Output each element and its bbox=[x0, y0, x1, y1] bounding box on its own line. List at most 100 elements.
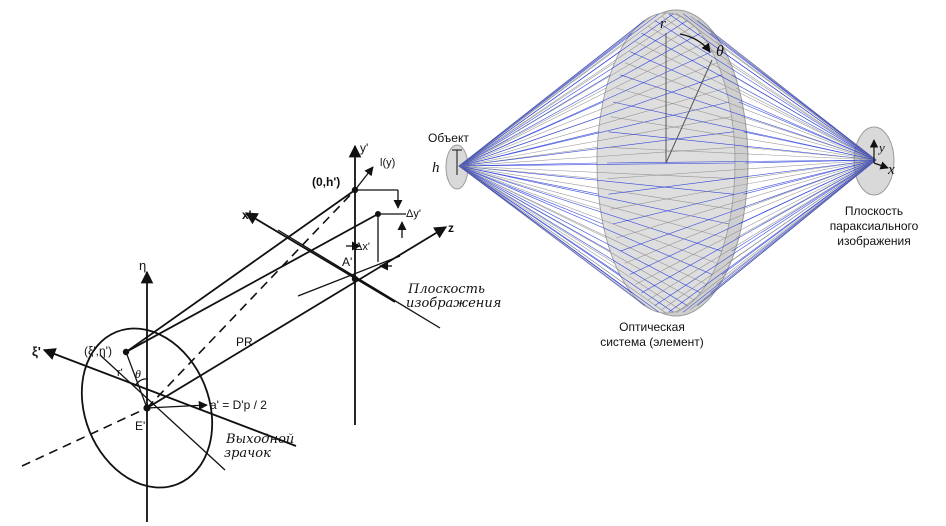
r-radial-line bbox=[665, 59, 713, 164]
paraxial-caption-3: изображения bbox=[837, 234, 911, 248]
ray-object-side bbox=[458, 165, 607, 239]
ray-image-side bbox=[635, 41, 877, 161]
ray-image-side bbox=[654, 20, 877, 161]
ray-image-side bbox=[607, 147, 877, 161]
ray-object-side bbox=[458, 51, 713, 167]
ray-image-side bbox=[641, 159, 877, 294]
ray-pr-dash bbox=[146, 189, 356, 409]
ray-object-side bbox=[458, 41, 707, 167]
aperture-arrow bbox=[146, 400, 208, 410]
ray-image-side bbox=[629, 159, 877, 275]
ray-image-side bbox=[616, 87, 877, 161]
ray-object-side bbox=[458, 162, 736, 167]
ray-image-side bbox=[610, 159, 877, 210]
ray-object-side bbox=[458, 13, 659, 167]
h-label: h bbox=[432, 160, 440, 176]
ray-image-side bbox=[661, 159, 877, 310]
ray-object-side bbox=[458, 165, 615, 264]
ray-image-side bbox=[612, 101, 877, 161]
ray-image-side bbox=[616, 159, 877, 239]
optical-axis bbox=[146, 226, 448, 409]
xi-label: ξ' bbox=[32, 344, 41, 359]
image-plane-x-axis-lower bbox=[277, 229, 441, 329]
ray-object-side bbox=[458, 62, 718, 167]
exit-pupil-caption-1: Выходной bbox=[225, 432, 294, 447]
exit-pupil-ellipse bbox=[80, 327, 214, 489]
point-0h bbox=[351, 186, 359, 194]
ray-object-side bbox=[458, 165, 722, 252]
ray-object-side bbox=[458, 165, 688, 306]
ray-object-side bbox=[458, 165, 626, 285]
ray-image-side bbox=[721, 51, 877, 161]
ray-image-side bbox=[608, 131, 877, 161]
x-label: x bbox=[887, 162, 895, 178]
ray-image-side bbox=[635, 159, 877, 285]
image-x-axis bbox=[873, 161, 889, 170]
a-prime-label: A' bbox=[342, 255, 352, 269]
image-plane-caption-2: изображения bbox=[406, 296, 501, 311]
x-prime-label: x' bbox=[242, 208, 252, 222]
optical-axis-dash bbox=[21, 407, 148, 467]
ray-object-side bbox=[458, 165, 681, 310]
ray-object-side bbox=[458, 20, 688, 167]
x-prime-axis bbox=[244, 212, 396, 303]
ray-object-side bbox=[458, 165, 707, 285]
ray-object-side bbox=[458, 165, 598, 179]
ray-object-side bbox=[458, 13, 674, 167]
ray-image-side bbox=[675, 159, 877, 314]
ray-object-side bbox=[458, 165, 632, 294]
ray-object-side bbox=[458, 165, 713, 275]
ray-object-side bbox=[458, 165, 604, 225]
ray-image-side bbox=[641, 32, 877, 161]
ray-image-side bbox=[654, 159, 877, 306]
xi-axis bbox=[42, 348, 297, 447]
point-0h-label: (0,h') bbox=[312, 175, 340, 189]
image-plane-caption-1: Плоскость bbox=[407, 282, 485, 297]
ray-object-side bbox=[458, 87, 607, 167]
optical-caption-1: Оптическая bbox=[619, 320, 685, 334]
ray-image-side bbox=[743, 159, 877, 195]
right-optics-diagram: Объект h r θ y x Плоскость параксиальног… bbox=[428, 9, 919, 349]
ray-image-side bbox=[727, 62, 877, 161]
ray-image-side bbox=[647, 159, 877, 301]
ray-object-side bbox=[458, 165, 726, 239]
ray-bundle-object-side bbox=[458, 12, 736, 314]
ray-object-side bbox=[458, 74, 722, 167]
theta-arc bbox=[134, 378, 149, 387]
eta-label: η bbox=[139, 258, 146, 273]
ray-object-side bbox=[458, 165, 611, 252]
paraxial-caption-2: параксиального bbox=[830, 219, 919, 233]
xi-eta-label: (ξ',η') bbox=[84, 344, 112, 358]
ray-image-side bbox=[735, 87, 877, 161]
ray-object-side bbox=[458, 12, 667, 167]
ray-object-side bbox=[458, 162, 598, 167]
ray-image-side bbox=[716, 41, 877, 161]
ray-image-side bbox=[606, 159, 877, 164]
ray-object-side bbox=[458, 16, 652, 167]
ray-pr bbox=[125, 189, 356, 353]
ray-image-side bbox=[683, 159, 877, 313]
ray-object-side bbox=[458, 165, 735, 179]
y-label: y bbox=[877, 140, 885, 155]
ray-image-side bbox=[731, 159, 877, 252]
y-prime-label: y' bbox=[360, 141, 368, 155]
delta-x-label: Δx' bbox=[355, 241, 370, 253]
ray-image-side bbox=[610, 116, 877, 161]
optical-caption-2: система (элемент) bbox=[600, 335, 704, 349]
ray-object-side bbox=[458, 165, 718, 264]
pupil-diagonal bbox=[99, 354, 226, 471]
theta-left-label: θ bbox=[135, 367, 141, 381]
ray-bundle-image-side bbox=[606, 12, 877, 314]
left-optics-diagram: y' l(y) (0,h') Δy' x' z Δx' A' η PR ξ' (… bbox=[21, 141, 501, 522]
ray-xi-eta bbox=[125, 213, 379, 353]
ray-object-side bbox=[458, 165, 730, 225]
ray-image-side bbox=[744, 159, 877, 179]
ray-object-side bbox=[458, 165, 639, 301]
pr-label: PR bbox=[236, 335, 253, 349]
ly-arrow bbox=[354, 166, 374, 191]
object-label: Объект bbox=[428, 131, 469, 145]
ray-image-side bbox=[741, 116, 877, 161]
ray-image-side bbox=[731, 74, 877, 161]
